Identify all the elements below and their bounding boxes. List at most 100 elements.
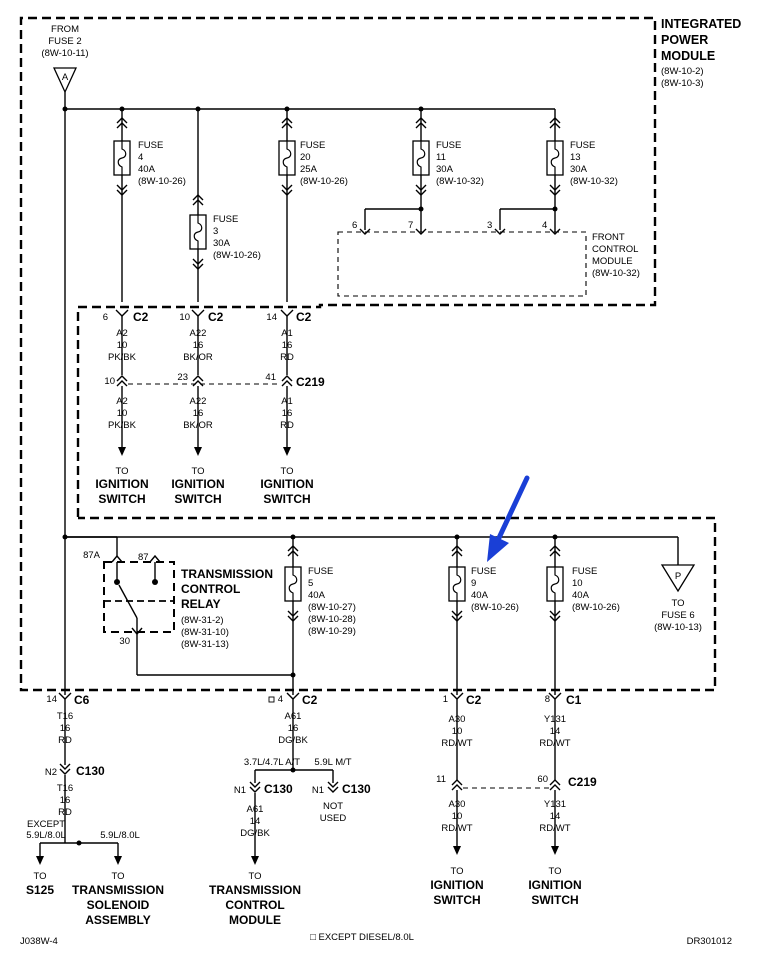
- to-ignition-switch-2: TO IGNITION SWITCH: [171, 466, 224, 506]
- svg-text:ASSEMBLY: ASSEMBLY: [85, 913, 151, 927]
- svg-text:FUSE: FUSE: [308, 566, 333, 577]
- svg-text:RD: RD: [280, 352, 294, 363]
- svg-text:RD: RD: [280, 420, 294, 431]
- fcm-pins: 6 7 3 4: [352, 220, 561, 235]
- svg-text:(8W-10-32): (8W-10-32): [436, 176, 484, 187]
- to-transmission-solenoid: TO TRANSMISSION SOLENOID ASSEMBLY: [72, 871, 164, 927]
- svg-text:30A: 30A: [436, 164, 454, 175]
- c2-pin1-circuit: 1 C2 A30 10 RD/WT A30 10 RD/WT: [441, 692, 482, 855]
- svg-text:CONTROL: CONTROL: [592, 244, 638, 255]
- svg-text:RD/WT: RD/WT: [441, 823, 472, 834]
- svg-text:FUSE: FUSE: [471, 566, 496, 577]
- svg-text:(8W-31-10): (8W-31-10): [181, 627, 229, 638]
- svg-text:(8W-10-32): (8W-10-32): [570, 176, 618, 187]
- svg-text:SWITCH: SWITCH: [98, 492, 145, 506]
- fuse-4-label: FUSE 4 40A (8W-10-26): [138, 140, 186, 187]
- svg-text:Y131: Y131: [544, 799, 566, 810]
- svg-text:USED: USED: [320, 813, 347, 824]
- svg-text:14: 14: [46, 694, 57, 705]
- svg-text:(8W-10-27): (8W-10-27): [308, 602, 356, 613]
- c219-lower: 11 60 C219: [436, 774, 597, 789]
- svg-text:TO: TO: [671, 598, 684, 609]
- svg-text:RELAY: RELAY: [181, 597, 221, 611]
- svg-text:40A: 40A: [471, 590, 489, 601]
- fuse-3-branch: FUSE 3 30A (8W-10-26): [189, 109, 261, 302]
- svg-text:BK/OR: BK/OR: [183, 352, 213, 363]
- svg-text:FUSE 2: FUSE 2: [48, 36, 81, 47]
- svg-text:RD/WT: RD/WT: [539, 738, 570, 749]
- footer-left: J038W-4: [20, 936, 58, 947]
- svg-text:8: 8: [545, 694, 550, 705]
- svg-text:A30: A30: [449, 714, 466, 725]
- svg-text:(8W-10-26): (8W-10-26): [300, 176, 348, 187]
- svg-text:TO: TO: [280, 466, 293, 477]
- svg-text:7: 7: [408, 220, 413, 231]
- fuse-13-label: FUSE 13 30A (8W-10-32): [570, 140, 618, 187]
- svg-text:C219: C219: [296, 375, 325, 389]
- svg-text:10: 10: [452, 726, 463, 737]
- svg-text:FUSE: FUSE: [138, 140, 163, 151]
- svg-text:S125: S125: [26, 883, 54, 897]
- c2-pin4-circuit: 4 C2 A61 16 DG/BK 3.7L/4.7L A/T 5.9L M/T…: [234, 692, 371, 865]
- svg-text:13: 13: [570, 152, 581, 163]
- svg-text:C1: C1: [566, 693, 582, 707]
- front-control-module-border: [337, 231, 587, 297]
- svg-text:41: 41: [265, 372, 276, 383]
- svg-text:RD: RD: [58, 735, 72, 746]
- svg-text:A22: A22: [190, 396, 207, 407]
- svg-text:TO: TO: [111, 871, 124, 882]
- svg-text:(8W-10-3): (8W-10-3): [661, 78, 704, 89]
- to-fuse-6: P TO FUSE 6 (8W-10-13): [654, 537, 702, 633]
- svg-text:(8W-10-2): (8W-10-2): [661, 66, 704, 77]
- svg-text:(8W-10-32): (8W-10-32): [592, 268, 640, 279]
- svg-text:30: 30: [119, 636, 130, 647]
- to-ignition-switch-1: TO IGNITION SWITCH: [95, 466, 148, 506]
- svg-text:DG/BK: DG/BK: [278, 735, 308, 746]
- svg-text:A2: A2: [116, 396, 128, 407]
- svg-text:T16: T16: [57, 783, 73, 794]
- svg-text:Y131: Y131: [544, 714, 566, 725]
- svg-text:SWITCH: SWITCH: [531, 893, 578, 907]
- svg-text:T16: T16: [57, 711, 73, 722]
- fuse-20-label: FUSE 20 25A (8W-10-26): [300, 140, 348, 187]
- svg-text:FROM: FROM: [51, 24, 79, 35]
- blue-arrow-icon: [487, 475, 530, 562]
- svg-text:(8W-10-26): (8W-10-26): [213, 250, 261, 261]
- svg-text:FRONT: FRONT: [592, 232, 625, 243]
- svg-text:CONTROL: CONTROL: [225, 898, 284, 912]
- footer: J038W-4 □ EXCEPT DIESEL/8.0L DR301012: [20, 932, 732, 947]
- svg-text:TRANSMISSION: TRANSMISSION: [209, 883, 301, 897]
- fuse-9-label: FUSE 9 40A (8W-10-26): [471, 566, 519, 613]
- svg-text:10: 10: [452, 811, 463, 822]
- fuse-9-branch: FUSE 9 40A (8W-10-26): [448, 537, 519, 695]
- svg-text:40A: 40A: [572, 590, 590, 601]
- svg-text:16: 16: [282, 408, 293, 419]
- svg-text:(8W-10-29): (8W-10-29): [308, 626, 356, 637]
- fcm-label: FRONT CONTROL MODULE (8W-10-32): [592, 232, 640, 279]
- c6-circuit: 14 C6 T16 16 RD N2 C130 T16 16 RD EXCEPT…: [26, 534, 140, 865]
- svg-text:IGNITION: IGNITION: [260, 477, 313, 491]
- to-ignition-switch-3: TO IGNITION SWITCH: [260, 466, 313, 506]
- to-ignition-switch-5: TO IGNITION SWITCH: [528, 866, 581, 907]
- svg-text:10: 10: [572, 578, 583, 589]
- svg-text:5.9L/8.0L: 5.9L/8.0L: [100, 830, 140, 841]
- svg-text:A2: A2: [116, 328, 128, 339]
- svg-text:16: 16: [193, 340, 204, 351]
- relay-label: TRANSMISSION CONTROL RELAY (8W-31-2) (8W…: [181, 567, 273, 650]
- svg-text:CONTROL: CONTROL: [181, 582, 240, 596]
- svg-text:(8W-31-2): (8W-31-2): [181, 615, 224, 626]
- svg-text:C6: C6: [74, 693, 90, 707]
- svg-text:(8W-10-13): (8W-10-13): [654, 622, 702, 633]
- svg-text:FUSE: FUSE: [570, 140, 595, 151]
- svg-text:MODULE: MODULE: [592, 256, 633, 267]
- svg-text:16: 16: [288, 723, 299, 734]
- svg-text:C2: C2: [208, 310, 224, 324]
- svg-text:TO: TO: [33, 871, 46, 882]
- from-fuse2-label: FROM FUSE 2 (8W-10-11): [41, 24, 88, 59]
- svg-text:20: 20: [300, 152, 311, 163]
- c2-upper: 6 C2 10 C2 14 C2 A2 10 PK/BK A22 16 BK/O…: [103, 309, 312, 375]
- svg-text:FUSE 6: FUSE 6: [661, 610, 694, 621]
- svg-text:TO: TO: [248, 871, 261, 882]
- svg-text:A61: A61: [285, 711, 302, 722]
- svg-text:16: 16: [60, 723, 71, 734]
